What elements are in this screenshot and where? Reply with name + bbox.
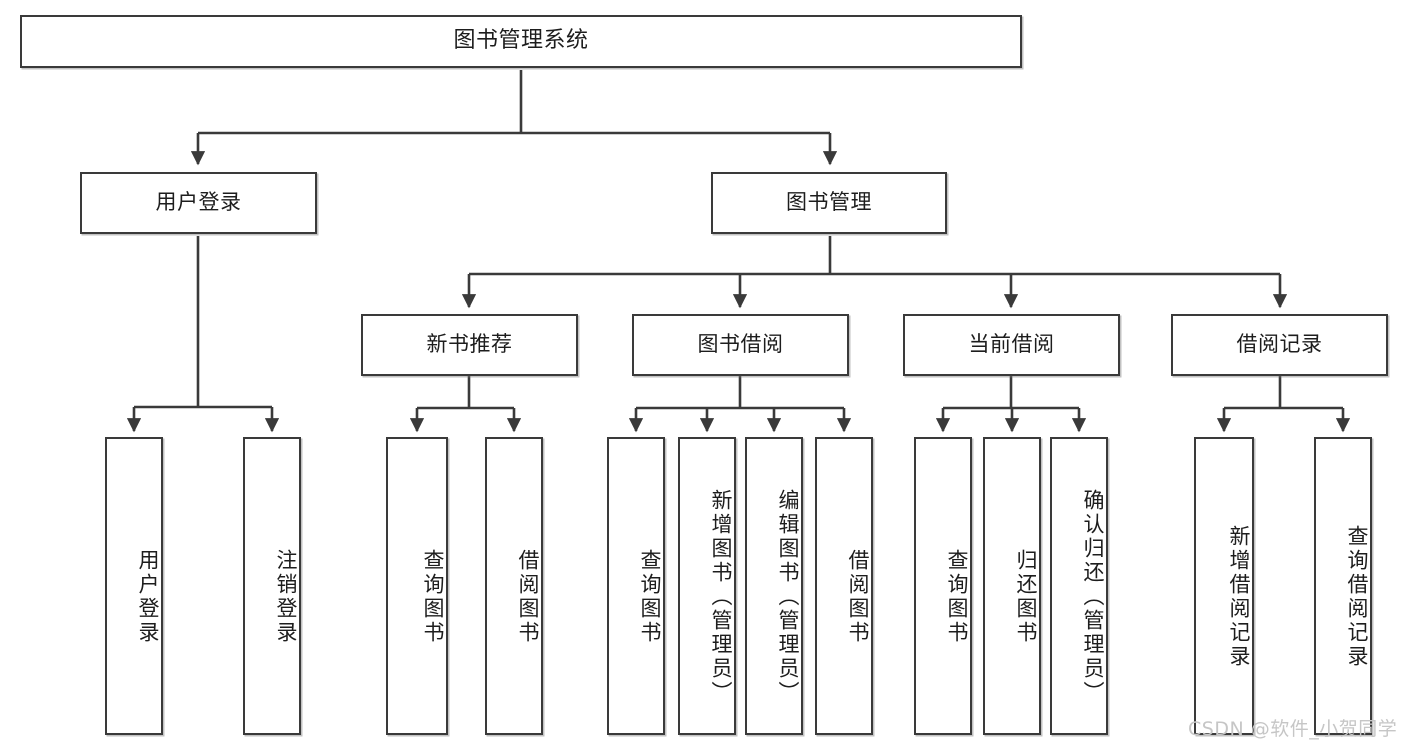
- leaf-current-borrow-confirm-return-admin[interactable]: 确认归还（管理员）: [1050, 437, 1108, 735]
- leaf-current-borrow-query-book[interactable]: 查询图书: [914, 437, 972, 735]
- node-current-borrow[interactable]: 当前借阅: [903, 314, 1120, 376]
- leaf-book-borrow-query-book[interactable]: 查询图书: [607, 437, 665, 735]
- leaf-book-borrow-borrow-book[interactable]: 借阅图书: [815, 437, 873, 735]
- leaf-user-login-signout[interactable]: 注销登录: [243, 437, 301, 735]
- leaf-new-book-query-book[interactable]: 查询图书: [386, 437, 448, 735]
- node-book-borrow[interactable]: 图书借阅: [632, 314, 849, 376]
- leaf-book-borrow-add-book-admin[interactable]: 新增图书（管理员）: [678, 437, 736, 735]
- leaf-borrow-record-add-record[interactable]: 新增借阅记录: [1194, 437, 1254, 735]
- csdn-watermark: CSDN @软件_小贺同学: [1188, 718, 1398, 740]
- node-borrow-record[interactable]: 借阅记录: [1171, 314, 1388, 376]
- leaf-new-book-borrow-book[interactable]: 借阅图书: [485, 437, 543, 735]
- leaf-current-borrow-return-book[interactable]: 归还图书: [983, 437, 1041, 735]
- node-user-login[interactable]: 用户登录: [80, 172, 317, 234]
- node-book-management[interactable]: 图书管理: [711, 172, 947, 234]
- node-new-book-recommend[interactable]: 新书推荐: [361, 314, 578, 376]
- leaf-book-borrow-edit-book-admin[interactable]: 编辑图书（管理员）: [745, 437, 803, 735]
- leaf-borrow-record-query-record[interactable]: 查询借阅记录: [1314, 437, 1372, 735]
- leaf-user-login-signin[interactable]: 用户登录: [105, 437, 163, 735]
- node-root-library-management-system[interactable]: 图书管理系统: [20, 15, 1022, 68]
